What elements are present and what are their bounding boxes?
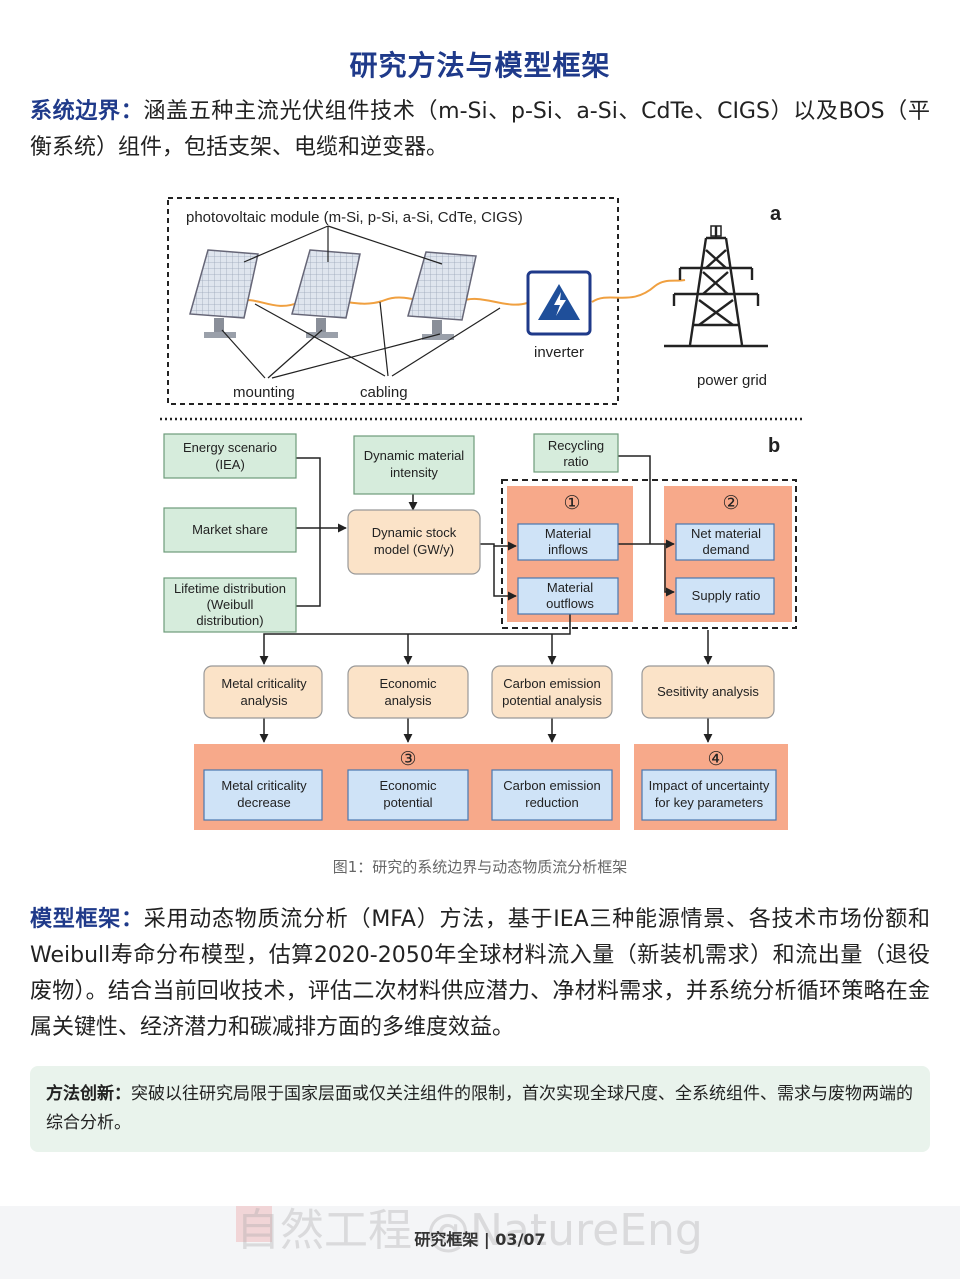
svg-text:Net material: Net material <box>691 526 761 541</box>
method-innovation-text: 突破以往研究局限于国家层面或仅关注组件的限制，首次实现全球尺度、全系统组件、需求… <box>46 1084 913 1133</box>
framework-diagram: photovoltaic module (m-Si, p-Si, a-Si, C… <box>160 197 802 830</box>
panel-a-label: a <box>770 203 782 225</box>
component-leader-lines <box>221 301 501 379</box>
solar-panel-3 <box>407 251 477 340</box>
model-framework-lead: 模型框架： <box>30 907 144 932</box>
figure-caption: 图1：研究的系统边界与动态物质流分析框架 <box>332 858 628 876</box>
market-share-box: Market share <box>163 507 297 553</box>
page-title: 研究方法与模型框架 <box>349 49 611 82</box>
svg-text:potential analysis: potential analysis <box>502 693 602 708</box>
svg-text:demand: demand <box>703 542 750 557</box>
svg-text:(Weibull: (Weibull <box>207 597 254 612</box>
svg-text:for key parameters: for key parameters <box>655 795 764 810</box>
framework-figure: photovoltaic module (m-Si, p-Si, a-Si, C… <box>160 190 805 835</box>
svg-text:Metal criticality: Metal criticality <box>221 778 307 793</box>
mfa-boundary-box <box>501 479 797 629</box>
system-boundary-lead: 系统边界： <box>30 99 144 124</box>
connector-inputs-bracket <box>296 457 321 607</box>
arrow-to-supply-ratio <box>664 544 675 597</box>
watermark: 自然工程 @NatureEng <box>236 1205 703 1256</box>
economic-potential-box: Economic potential <box>347 769 469 821</box>
svg-text:analysis: analysis <box>241 693 288 708</box>
svg-text:analysis: analysis <box>385 693 432 708</box>
lifetime-distribution-box: Lifetime distribution (Weibull distribut… <box>163 577 297 633</box>
svg-text:Sesitivity analysis: Sesitivity analysis <box>657 684 759 699</box>
svg-text:inflows: inflows <box>548 542 588 557</box>
step-3-marker: ③ <box>399 749 416 770</box>
uncertainty-impact-box: Impact of uncertainty for key parameters <box>641 769 777 821</box>
svg-text:Carbon emission: Carbon emission <box>503 676 601 691</box>
supply-ratio-box: Supply ratio <box>675 577 775 615</box>
arrow-dsm-to-inflows <box>480 541 517 551</box>
svg-text:intensity: intensity <box>390 465 438 480</box>
inverter-icon <box>526 270 592 336</box>
recycling-ratio-box: Recycling ratio <box>533 433 619 473</box>
svg-text:Economic: Economic <box>379 778 437 793</box>
step-1-marker: ① <box>563 493 580 514</box>
cable-line <box>229 296 528 307</box>
connector-recycling <box>618 455 651 544</box>
material-outflows-box: Material outflows <box>517 577 619 615</box>
step-2-marker: ② <box>722 493 739 514</box>
svg-text:Dynamic material: Dynamic material <box>364 448 465 463</box>
grid-cable-line <box>591 279 686 303</box>
svg-text:Economic: Economic <box>379 676 437 691</box>
page-indicator: 研究框架 | 03/07 <box>414 1230 546 1249</box>
svg-text:outflows: outflows <box>546 596 594 611</box>
net-material-demand-box: Net material demand <box>675 523 775 561</box>
svg-text:Market share: Market share <box>192 522 268 537</box>
sensitivity-analysis-box: Sesitivity analysis <box>641 665 775 719</box>
svg-text:distribution): distribution) <box>196 613 263 628</box>
solar-panel-2 <box>291 249 361 338</box>
dynamic-stock-model-box: Dynamic stock model (GW/y) <box>347 509 481 575</box>
energy-scenario-box: Energy scenario (IEA) <box>163 433 297 479</box>
watermark-logo-icon <box>236 1206 272 1242</box>
metal-criticality-decrease-box: Metal criticality decrease <box>203 769 323 821</box>
power-grid-icon <box>664 225 768 348</box>
power-grid-label: power grid <box>697 372 767 389</box>
system-boundary-text: 涵盖五种主流光伏组件技术（m-Si、p-Si、a-Si、CdTe、CIGS）以及… <box>30 99 930 160</box>
material-inflows-box: Material inflows <box>517 523 619 561</box>
svg-text:Supply ratio: Supply ratio <box>692 588 761 603</box>
module-boundary-box <box>167 197 619 405</box>
svg-text:model (GW/y): model (GW/y) <box>374 542 454 557</box>
svg-text:Material: Material <box>545 526 591 541</box>
model-framework-paragraph: 模型框架：采用动态物质流分析（MFA）方法，基于IEA三种能源情景、各技术市场份… <box>30 902 930 1046</box>
cabling-label: cabling <box>360 384 408 401</box>
solar-panel-1 <box>189 249 259 338</box>
economic-analysis-box: Economic analysis <box>347 665 469 719</box>
inverter-label: inverter <box>534 344 584 361</box>
dynamic-material-intensity-box: Dynamic material intensity <box>353 435 475 495</box>
svg-text:(IEA): (IEA) <box>215 457 245 472</box>
arrow-to-metal-analysis <box>259 614 571 665</box>
svg-text:potential: potential <box>383 795 432 810</box>
panel-b-label: b <box>768 435 780 457</box>
model-framework-text: 采用动态物质流分析（MFA）方法，基于IEA三种能源情景、各技术市场份额和Wei… <box>30 907 930 1040</box>
method-innovation-lead: 方法创新： <box>46 1084 131 1104</box>
svg-text:reduction: reduction <box>525 795 578 810</box>
module-label: photovoltaic module (m-Si, p-Si, a-Si, C… <box>186 209 523 226</box>
svg-text:Energy scenario: Energy scenario <box>183 440 277 455</box>
svg-text:Dynamic stock: Dynamic stock <box>372 525 457 540</box>
svg-text:ratio: ratio <box>563 454 588 469</box>
footer-bar <box>0 1206 960 1279</box>
svg-text:Impact of uncertainty: Impact of uncertainty <box>649 778 770 793</box>
method-innovation-callout: 方法创新：突破以往研究局限于国家层面或仅关注组件的限制，首次实现全球尺度、全系统… <box>30 1066 930 1152</box>
svg-text:decrease: decrease <box>237 795 290 810</box>
system-boundary-paragraph: 系统边界：涵盖五种主流光伏组件技术（m-Si、p-Si、a-Si、CdTe、CI… <box>30 94 930 166</box>
svg-text:Carbon emission: Carbon emission <box>503 778 601 793</box>
mounting-label: mounting <box>233 384 295 401</box>
carbon-emission-analysis-box: Carbon emission potential analysis <box>491 665 613 719</box>
module-leader-lines <box>243 225 443 265</box>
metal-criticality-analysis-box: Metal criticality analysis <box>203 665 323 719</box>
svg-text:Material: Material <box>547 580 593 595</box>
step-4-marker: ④ <box>707 749 724 770</box>
svg-text:Metal criticality: Metal criticality <box>221 676 307 691</box>
svg-text:Recycling: Recycling <box>548 438 604 453</box>
svg-text:Lifetime distribution: Lifetime distribution <box>174 581 286 596</box>
arrow-dsm-to-outflows <box>493 546 517 601</box>
carbon-emission-reduction-box: Carbon emission reduction <box>491 769 613 821</box>
